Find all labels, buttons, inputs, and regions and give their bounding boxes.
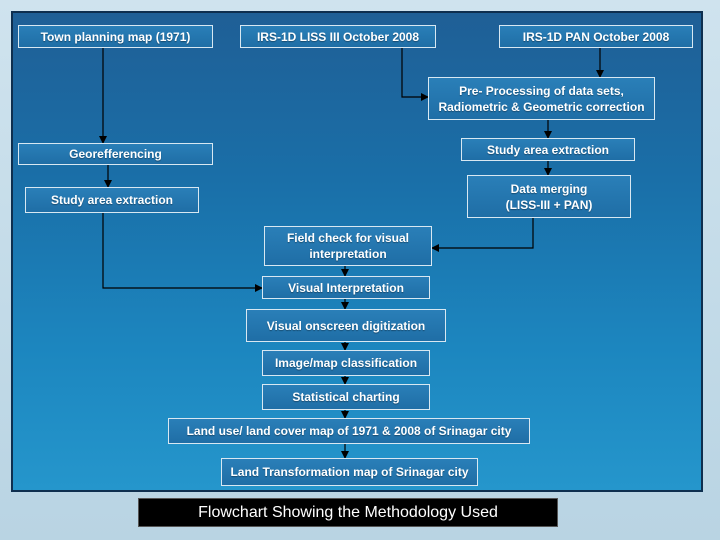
node-image-map-classification: Image/map classification	[262, 350, 430, 376]
arrow-merging-to-fieldcheck	[431, 218, 534, 252]
node-visual-interpretation: Visual Interpretation	[262, 276, 430, 299]
arrow-study-left-to-interpretation	[102, 213, 263, 292]
node-data-merging: Data merging (LISS-III + PAN)	[467, 175, 631, 218]
node-land-transformation-map: Land Transformation map of Srinagar city	[221, 458, 478, 486]
node-irs-liss-iii: IRS-1D LISS III October 2008	[240, 25, 436, 48]
figure-caption: Flowchart Showing the Methodology Used	[138, 498, 558, 527]
node-georeferencing: Georefferencing	[18, 143, 213, 165]
node-irs-pan: IRS-1D PAN October 2008	[499, 25, 693, 48]
node-visual-onscreen-digitization: Visual onscreen digitization	[246, 309, 446, 342]
arrow-liss-to-preprocessing	[401, 48, 429, 101]
node-study-area-extraction-right: Study area extraction	[461, 138, 635, 161]
node-land-use-land-cover-map: Land use/ land cover map of 1971 & 2008 …	[168, 418, 530, 444]
node-preprocessing: Pre- Processing of data sets, Radiometri…	[428, 77, 655, 120]
node-study-area-extraction-left: Study area extraction	[25, 187, 199, 213]
node-field-check: Field check for visual interpretation	[264, 226, 432, 266]
node-town-planning-map: Town planning map (1971)	[18, 25, 213, 48]
node-statistical-charting: Statistical charting	[262, 384, 430, 410]
